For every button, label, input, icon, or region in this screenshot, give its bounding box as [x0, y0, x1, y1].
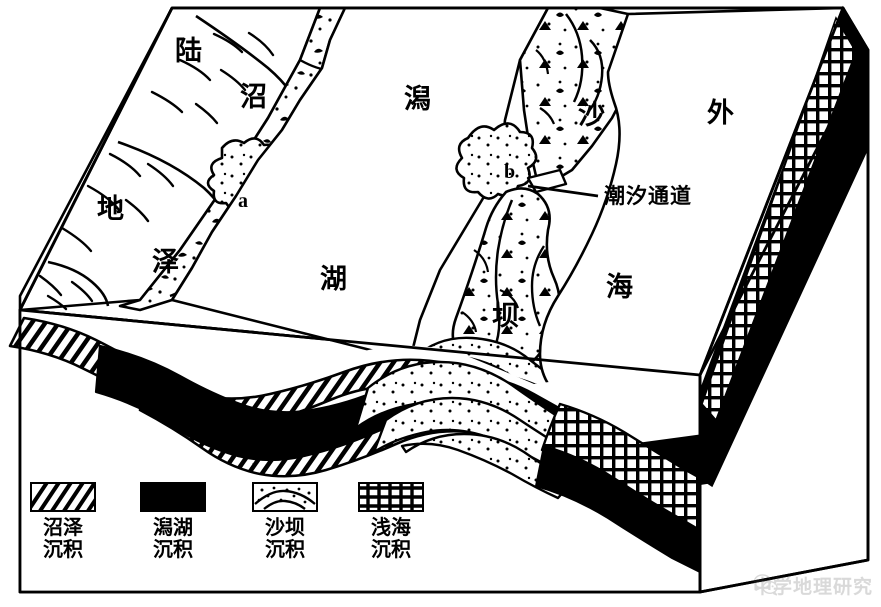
legend-label-lagoon-2: 沉积	[153, 536, 193, 561]
legend-label-sandbar-1: 沙坝	[265, 515, 305, 539]
legend-item-lagoon: 潟湖 沉积	[140, 482, 206, 560]
legend-swatch-lagoon	[140, 482, 206, 512]
legend-item-sandbar: 沙坝 沉积	[252, 482, 318, 560]
label-tidal-channel: 潮汐通道	[604, 184, 692, 208]
legend-label-shallow-sea-2: 沉积	[371, 536, 411, 561]
watermark-text: 中学地理研究	[752, 576, 873, 598]
label-sandbar-1: 沙	[578, 100, 605, 131]
label-point-a: a	[238, 190, 248, 212]
top-surface-geography	[18, 6, 845, 438]
label-land-1: 陆	[175, 36, 202, 67]
front-cross-section	[8, 310, 714, 592]
label-outer-sea-2: 海	[606, 272, 633, 303]
wechat-icon	[753, 574, 778, 596]
label-point-b: b	[504, 161, 516, 183]
label-swamp-1: 沼	[240, 82, 267, 113]
tidal-channel-callout-line	[527, 184, 599, 198]
legend-item-swamp: 沼泽 沉积	[30, 482, 96, 560]
label-lagoon-2: 湖	[320, 264, 347, 295]
legend-label-lagoon-1: 潟湖	[153, 515, 193, 539]
legend-swatch-sandbar	[252, 482, 318, 512]
label-sandbar-2: 坝	[492, 301, 519, 332]
lagoon-region	[170, 6, 550, 362]
watermark: 中学地理研究	[753, 572, 873, 599]
legend-item-shallow-sea: 浅海 沉积	[358, 482, 424, 560]
feature-b-patch	[455, 122, 538, 200]
legend-label-shallow-sea-1: 浅海	[371, 515, 411, 539]
label-outer-sea-1: 外	[707, 98, 734, 129]
label-lagoon-1: 潟	[404, 84, 431, 115]
legend-label-sandbar-2: 沉积	[265, 536, 305, 561]
label-land-2: 地	[97, 194, 124, 225]
legend-label-swamp-1: 沼泽	[43, 515, 83, 539]
block-edges-overlay	[18, 6, 870, 594]
legend-swatch-swamp	[30, 482, 96, 512]
legend-label-swamp-2: 沉积	[43, 536, 83, 561]
legend-swatch-shallow-sea	[358, 482, 424, 512]
label-swamp-2: 泽	[152, 247, 179, 278]
